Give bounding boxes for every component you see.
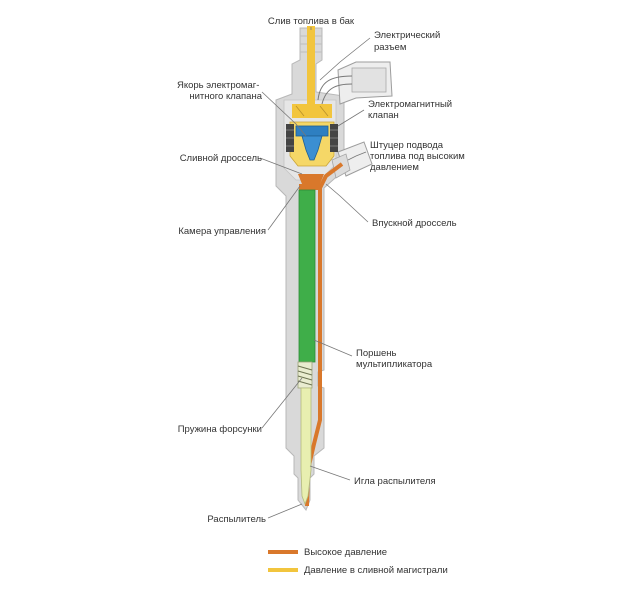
legend-swatch-high-pressure [268,550,298,554]
label-solenoid-armature-l2: нитного клапана [189,91,262,102]
label-solenoid-valve-l2: клапан [368,110,399,121]
multiplier-piston-shape [298,189,316,363]
electric-connector-shape [317,61,393,105]
solenoid-valve-shape [286,124,338,161]
label-multiplier-piston-l1: Поршень [356,348,397,359]
label-control-chamber: Камера управления [178,226,266,237]
label-hp-inlet-fitting: Штуцер подвода топлива под высоким давле… [370,140,467,173]
legend-label-drain-pressure: Давление в сливной магистрали [304,565,448,576]
label-injector-spring: Пружина форсунки [178,424,262,435]
label-multiplier-piston: Поршень мультипликатора [356,348,433,370]
legend: Высокое давление Давление в сливной маги… [268,547,448,576]
label-multiplier-piston-l2: мультипликатора [356,359,433,370]
label-solenoid-valve: Электромагнитный клапан [368,99,455,121]
label-electric-connector-l1: Электрический [374,30,440,41]
label-hp-inlet-fitting-l2: топлива под высоким [370,151,465,162]
label-inlet-throttle: Впускной дроссель [372,218,457,229]
label-drain-throttle: Сливной дроссель [180,153,262,164]
label-nozzle: Распылитель [207,514,266,525]
label-nozzle-needle: Игла распылителя [354,476,436,487]
label-solenoid-armature: Якорь электромаг- нитного клапана [177,80,263,102]
label-solenoid-armature-l1: Якорь электромаг- [177,80,259,91]
legend-label-high-pressure: Высокое давление [304,547,387,558]
legend-item-high-pressure: Высокое давление [268,547,387,558]
label-solenoid-valve-l1: Электромагнитный [368,99,452,110]
injector-spring-shape [297,361,313,389]
nozzle-needle-shape [300,387,312,506]
label-electric-connector: Электрический разъем [374,30,443,53]
leader-lines [259,27,371,519]
legend-swatch-drain-pressure [268,568,298,572]
hp-inlet-fitting-shape [331,141,373,179]
legend-item-drain-pressure: Давление в сливной магистрали [268,565,448,576]
label-drain-to-tank: Слив топлива в бак [268,16,355,27]
label-electric-connector-l2: разъем [374,42,406,53]
label-hp-inlet-fitting-l1: Штуцер подвода [370,140,444,151]
label-hp-inlet-fitting-l3: давлением [370,162,419,173]
labels: Слив топлива в бак Электрический разъем … [177,16,467,525]
